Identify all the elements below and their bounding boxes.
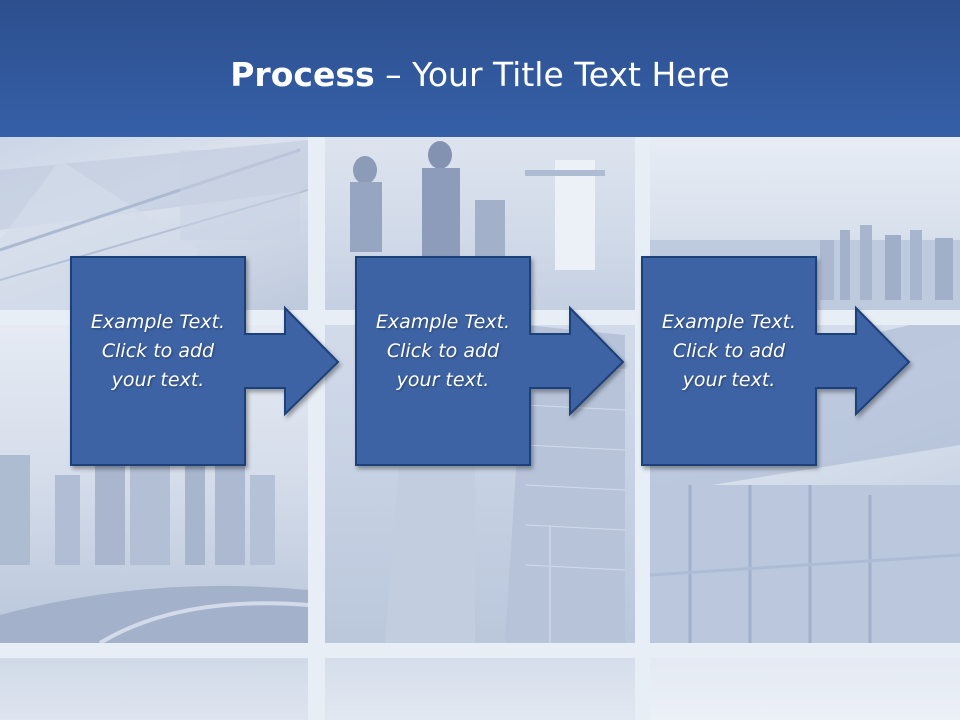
step-3-text[interactable]: Example Text. Click to add your text. [661, 311, 797, 391]
title-bold-part: Process [230, 55, 375, 94]
bottom-photo-right [650, 658, 960, 720]
bottom-photo-middle [325, 658, 635, 720]
step-1-text[interactable]: Example Text. Click to add your text. [90, 311, 226, 391]
process-step-3[interactable]: Example Text. Click to add your text. [641, 256, 960, 466]
step-2-text[interactable]: Example Text. Click to add your text. [375, 311, 511, 391]
step-1-arrow-shape [70, 256, 340, 466]
step-2-arrow-shape [355, 256, 625, 466]
title-bar: Process – Your Title Text Here [0, 0, 960, 137]
title-rest-part: – Your Title Text Here [374, 55, 730, 94]
process-step-1[interactable]: Example Text. Click to add your text. [70, 256, 415, 466]
process-step-2[interactable]: Example Text. Click to add your text. [355, 256, 700, 466]
bottom-photo-left [0, 658, 308, 720]
step-3-arrow-shape [641, 256, 911, 466]
slide-title[interactable]: Process – Your Title Text Here [0, 52, 960, 98]
